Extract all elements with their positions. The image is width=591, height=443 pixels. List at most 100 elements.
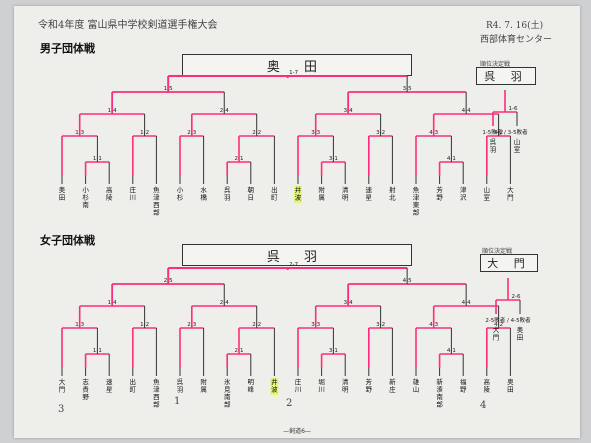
boys-team-4: 庄川 xyxy=(130,185,137,202)
svg-text:羽: 羽 xyxy=(224,194,231,202)
svg-text:小: 小 xyxy=(82,185,89,194)
svg-text:高: 高 xyxy=(106,185,113,194)
girls-team-15: 新庄 xyxy=(389,377,396,394)
svg-text:羽: 羽 xyxy=(490,146,497,154)
svg-text:門: 門 xyxy=(493,334,500,342)
boys-team-18: 津沢 xyxy=(460,186,467,202)
girls-final-match: 2-7 xyxy=(289,262,298,268)
svg-text:部: 部 xyxy=(224,400,231,409)
girls-team-11: 庄川 xyxy=(295,377,302,394)
page-number-4: 4 xyxy=(480,400,487,411)
svg-text:陵: 陵 xyxy=(106,193,113,202)
svg-text:庄: 庄 xyxy=(389,385,396,394)
svg-text:町: 町 xyxy=(130,386,137,394)
girls-team-18: 福野 xyxy=(460,377,467,394)
svg-text:南: 南 xyxy=(224,392,231,401)
boys-team-15: 射北 xyxy=(389,185,396,202)
svg-text:奥: 奥 xyxy=(507,377,514,386)
girls-team-16: 雄山 xyxy=(413,377,420,394)
svg-text:山: 山 xyxy=(514,137,521,146)
boys-team-13: 清明 xyxy=(342,185,349,202)
girls-team-6: 呉羽 xyxy=(177,378,184,394)
svg-text:羽: 羽 xyxy=(177,386,184,394)
girls-team-13: 清明 xyxy=(342,377,349,394)
svg-text:清: 清 xyxy=(342,377,349,386)
boys-placement-match: 1-6 xyxy=(509,106,518,112)
svg-text:魚: 魚 xyxy=(413,185,420,194)
page-number-3: 2 xyxy=(286,398,293,409)
boys-team-14: 速星 xyxy=(366,186,373,202)
girls-placement-match: 2-6 xyxy=(512,294,521,300)
girls-placement-right: 奥田 xyxy=(517,325,524,342)
svg-text:庄: 庄 xyxy=(295,377,302,386)
bracket-lines: 1-12-13-14-11-31-22-32-23-33-24-34-21-42… xyxy=(59,70,531,409)
svg-text:津: 津 xyxy=(153,194,160,202)
girls-team-19: 高陵 xyxy=(484,377,491,394)
svg-text:川: 川 xyxy=(130,194,137,202)
girls-team-9: 明峰 xyxy=(248,378,255,394)
svg-text:東: 東 xyxy=(413,200,420,209)
boys-team-19: 山室 xyxy=(484,185,491,202)
svg-text:福: 福 xyxy=(460,377,467,386)
svg-text:呉: 呉 xyxy=(177,378,184,386)
page-number-2: 1 xyxy=(174,396,181,407)
svg-text:大: 大 xyxy=(59,377,66,386)
girls-placement-title: 順位決定戦 xyxy=(482,248,513,255)
svg-text:部: 部 xyxy=(153,208,160,217)
svg-text:野: 野 xyxy=(366,386,373,394)
boys-placement-winner: 呉 羽 xyxy=(484,70,528,83)
svg-text:雄: 雄 xyxy=(413,377,420,386)
girls-section-title: 女子団体戦 xyxy=(40,234,95,247)
boys-section-title: 男子団体戦 xyxy=(40,42,95,55)
svg-text:門: 門 xyxy=(507,194,514,202)
boys-team-11: 井波 xyxy=(294,185,302,203)
svg-text:室: 室 xyxy=(514,145,521,154)
svg-text:志: 志 xyxy=(82,377,89,386)
girls-team-14: 芳野 xyxy=(366,377,373,394)
svg-text:新: 新 xyxy=(389,377,396,386)
boys-final-match: 1-7 xyxy=(289,70,298,76)
svg-text:附: 附 xyxy=(200,377,207,386)
svg-text:奥: 奥 xyxy=(517,325,524,334)
boys-placement-left: 呉羽 xyxy=(490,138,497,154)
svg-text:属: 属 xyxy=(200,386,207,394)
svg-text:奥: 奥 xyxy=(59,185,66,194)
girls-team-1: 大門 xyxy=(59,377,66,394)
girls-team-7: 附属 xyxy=(200,377,207,394)
svg-text:魚: 魚 xyxy=(153,185,160,194)
svg-text:貴: 貴 xyxy=(82,385,89,394)
svg-text:津: 津 xyxy=(413,194,420,202)
svg-text:橋: 橋 xyxy=(200,193,207,202)
boys-team-1: 奥田 xyxy=(59,185,66,202)
svg-text:清: 清 xyxy=(342,185,349,194)
svg-text:星: 星 xyxy=(366,194,373,202)
svg-text:出: 出 xyxy=(271,185,278,194)
svg-text:明: 明 xyxy=(248,378,255,386)
svg-text:出: 出 xyxy=(130,377,137,386)
boys-team-12: 附属 xyxy=(318,185,325,202)
svg-text:見: 見 xyxy=(224,386,231,394)
svg-text:日: 日 xyxy=(248,194,255,202)
svg-text:野: 野 xyxy=(460,386,467,394)
svg-text:西: 西 xyxy=(153,393,160,401)
svg-text:津: 津 xyxy=(153,386,160,394)
boys-team-10: 出町 xyxy=(271,185,278,202)
svg-text:部: 部 xyxy=(153,400,160,409)
svg-text:呉: 呉 xyxy=(224,186,231,194)
svg-text:津: 津 xyxy=(460,186,467,194)
svg-text:山: 山 xyxy=(413,385,420,394)
svg-text:野: 野 xyxy=(436,194,443,202)
boys-team-17: 芳野 xyxy=(436,185,443,202)
date-note: R4. 7. 16(土) xyxy=(486,21,544,31)
venue-note: 西部体育センター xyxy=(480,35,553,45)
svg-text:高: 高 xyxy=(484,377,491,386)
svg-text:大: 大 xyxy=(507,185,514,194)
girls-team-12: 堀川 xyxy=(318,377,325,394)
svg-text:杉: 杉 xyxy=(82,193,89,202)
svg-text:波: 波 xyxy=(271,385,278,394)
svg-text:門: 門 xyxy=(59,386,66,394)
girls-team-10: 井波 xyxy=(270,377,279,395)
